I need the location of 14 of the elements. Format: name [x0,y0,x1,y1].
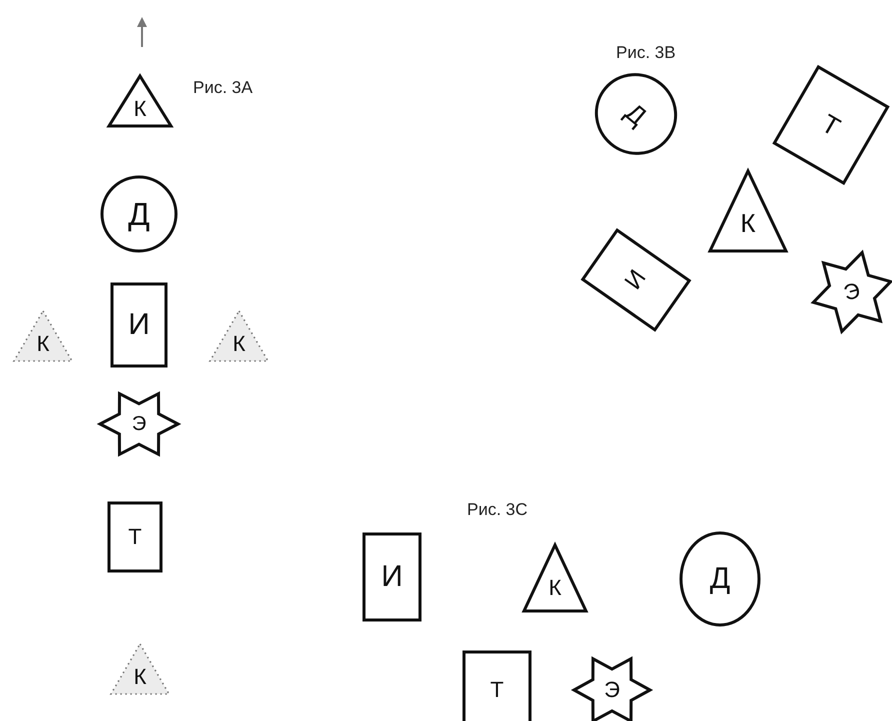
figure-caption: Рис. 3C [467,500,528,520]
rectangle-node: И [110,282,168,368]
triangle-node: К [109,642,171,696]
triangle-node: К [708,169,788,253]
figure-caption: Рис. 3B [616,43,676,63]
rectangle-node: И [362,532,422,622]
triangle-node: К [107,74,173,128]
figure-caption: Рис. 3A [193,78,253,98]
triangle-node: К [522,543,588,613]
triangle-node: К [208,309,270,363]
circle-node: Д [679,531,761,627]
triangle-node: К [12,309,74,363]
rectangle-node: Т [107,501,163,573]
circle-node: Д [100,175,178,253]
